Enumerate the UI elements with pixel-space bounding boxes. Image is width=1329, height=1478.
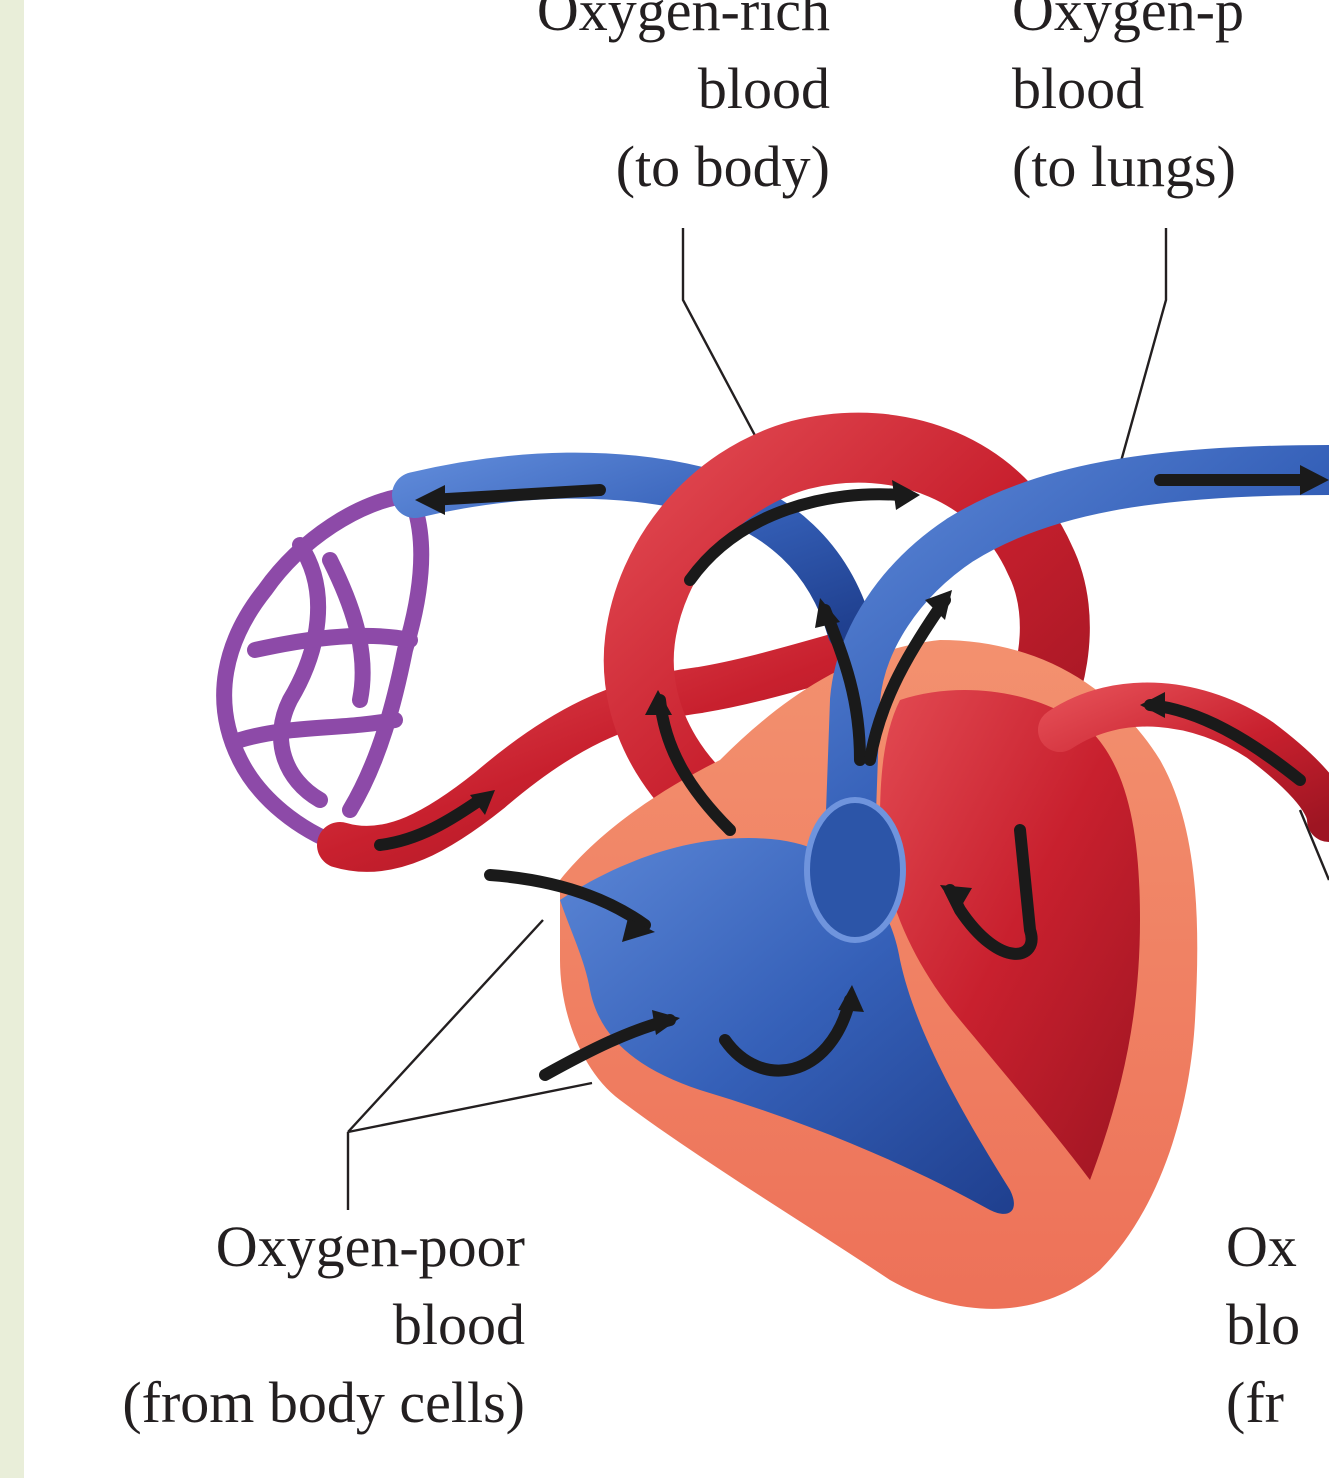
label-line-2: blood [697, 56, 830, 121]
label-line-3: (from body cells) [122, 1370, 525, 1435]
pulmonary-vein-right [1038, 682, 1329, 842]
right-atrium-ventricle [560, 838, 1014, 1214]
arrow-pulmonary-left [424, 484, 606, 506]
label-line-2: blood [1012, 56, 1145, 121]
label-line-3: (to body) [615, 134, 830, 199]
label-oxygen-poor-blood-from-body: Oxygen-poor blood (from body cells) [20, 1208, 525, 1442]
arrow-trunk-left [819, 604, 866, 766]
label-line-2: blo [1226, 1292, 1301, 1357]
label-oxygen-right-cropped: Ox blo (fr [1226, 1208, 1329, 1442]
arrow-vein-left [374, 794, 486, 851]
aortic-arch [603, 412, 1090, 875]
label-oxygen-poor-blood-to-lungs: Oxygen-p blood (to lungs) [1012, 0, 1329, 206]
leader-line-body-lower [347, 1081, 593, 1134]
leader-line-right [1298, 809, 1329, 881]
slide-edge-strip [0, 0, 24, 1478]
arrow-aorta-up [654, 694, 736, 836]
left-atrium-ventricle [880, 690, 1140, 1180]
arrow-aorta [684, 488, 906, 586]
leader-lines [346, 228, 1329, 1210]
flow-arrows [374, 474, 1316, 1081]
pulmonary-valve [804, 797, 906, 943]
arrow-left-ventricle [944, 824, 1038, 960]
arrow-trunk-right [864, 594, 951, 766]
label-line-3: (to lungs) [1012, 134, 1236, 199]
label-line-1: Oxygen-rich [536, 0, 830, 43]
arrow-heads [415, 465, 1329, 1035]
arrow-vena-cava-upper [484, 869, 651, 931]
leader-line-body-upper [347, 919, 544, 1133]
arrow-right-ventricle [719, 994, 856, 1077]
leader-line-oxygen-poor-lungs [1111, 228, 1168, 491]
label-line-1: Oxygen-poor [215, 1214, 525, 1279]
capillary-network [216, 487, 430, 853]
label-oxygen-rich-blood: Oxygen-rich blood (to body) [440, 0, 830, 206]
leader-line-oxygen-rich [681, 228, 770, 461]
label-line-1: Ox [1226, 1214, 1297, 1279]
label-line-2: blood [392, 1292, 525, 1357]
arrow-vein-right [1144, 699, 1306, 786]
label-line-1: Oxygen-p [1012, 0, 1244, 43]
label-line-3: (fr [1226, 1370, 1284, 1435]
